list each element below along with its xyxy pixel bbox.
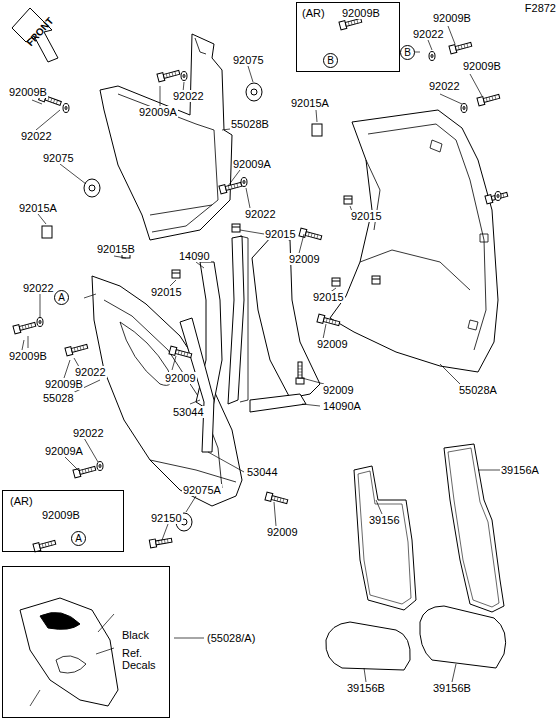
callout-number: 92009 xyxy=(266,526,299,538)
callout-number: 53044 xyxy=(246,466,279,478)
callout-number: 14090A xyxy=(322,400,362,412)
part-number: Ref. Decals xyxy=(121,647,163,671)
figure-code: (55028/A) xyxy=(206,632,256,644)
part-number: 92009B xyxy=(341,7,381,19)
reference-letter: A xyxy=(58,292,65,303)
callout-number: 55028B xyxy=(230,118,270,130)
part-number: 92009B xyxy=(41,509,81,521)
callout-number: 92009B xyxy=(8,86,48,98)
callout-number: 92009 xyxy=(288,253,321,265)
reference-letter: A xyxy=(75,533,82,544)
note-box: (AR) 92009B A xyxy=(2,490,124,552)
reference-circle: A xyxy=(71,531,86,546)
callout-number: 92022 xyxy=(244,208,277,220)
callout-number: 55028 xyxy=(42,392,75,404)
callout-number: 92009 xyxy=(316,338,349,350)
callout-number: 92015 xyxy=(312,291,345,303)
callout-number: 92009A xyxy=(44,445,84,457)
callout-number: 92075A xyxy=(182,484,222,496)
callout-number: 92009B xyxy=(8,350,48,362)
note-text: (AR) xyxy=(9,495,34,507)
reference-letter: B xyxy=(327,55,334,66)
callout-number: 92009 xyxy=(164,372,197,384)
callout-number: 92015 xyxy=(350,210,383,222)
callout-number: 39156B xyxy=(432,682,472,694)
callout-number: 55028A xyxy=(458,384,498,396)
callout-number: 92075 xyxy=(232,54,265,66)
callout-number: 92022 xyxy=(412,28,445,40)
reference-circle: B xyxy=(400,45,415,60)
note-box: BlackRef. Decals xyxy=(2,566,170,718)
note-text: (AR) xyxy=(301,7,326,19)
callout-number: 92022 xyxy=(22,282,55,294)
callout-number: 92022 xyxy=(172,90,205,102)
callout-number: 39156B xyxy=(346,682,386,694)
callout-number: 92009A xyxy=(138,106,178,118)
callout-number: 92022 xyxy=(20,130,53,142)
callout-number: 92009A xyxy=(232,158,272,170)
reference-circle: A xyxy=(54,290,69,305)
callout-number: 92015A xyxy=(18,202,58,214)
reference-letter: B xyxy=(404,47,411,58)
note-box: (AR) 92009B B xyxy=(296,2,400,72)
callout-number: 39156A xyxy=(500,464,540,476)
callout-number: 92009 xyxy=(322,384,355,396)
reference-circle: B xyxy=(323,53,338,68)
callout-number: 92022 xyxy=(74,366,107,378)
callout-number: 92015A xyxy=(290,97,330,109)
callout-number: 92009B xyxy=(462,60,502,72)
callout-number: 92015 xyxy=(150,286,183,298)
callout-number: 92009B xyxy=(44,378,84,390)
callout-number: 14090 xyxy=(178,250,211,262)
callout-number: 92015B xyxy=(96,243,136,255)
callout-number: 53044 xyxy=(172,406,205,418)
callout-number: 39156 xyxy=(368,514,401,526)
callout-number: 92075 xyxy=(42,152,75,164)
callout-number: 92015 xyxy=(264,228,297,240)
callout-number: 92022 xyxy=(428,80,461,92)
callout-number: 92022 xyxy=(72,427,105,439)
callout-number: 92009B xyxy=(432,12,472,24)
callout-number: 92150 xyxy=(150,512,183,524)
figure-code: F2872 xyxy=(524,2,557,14)
part-number: Black xyxy=(121,629,150,641)
